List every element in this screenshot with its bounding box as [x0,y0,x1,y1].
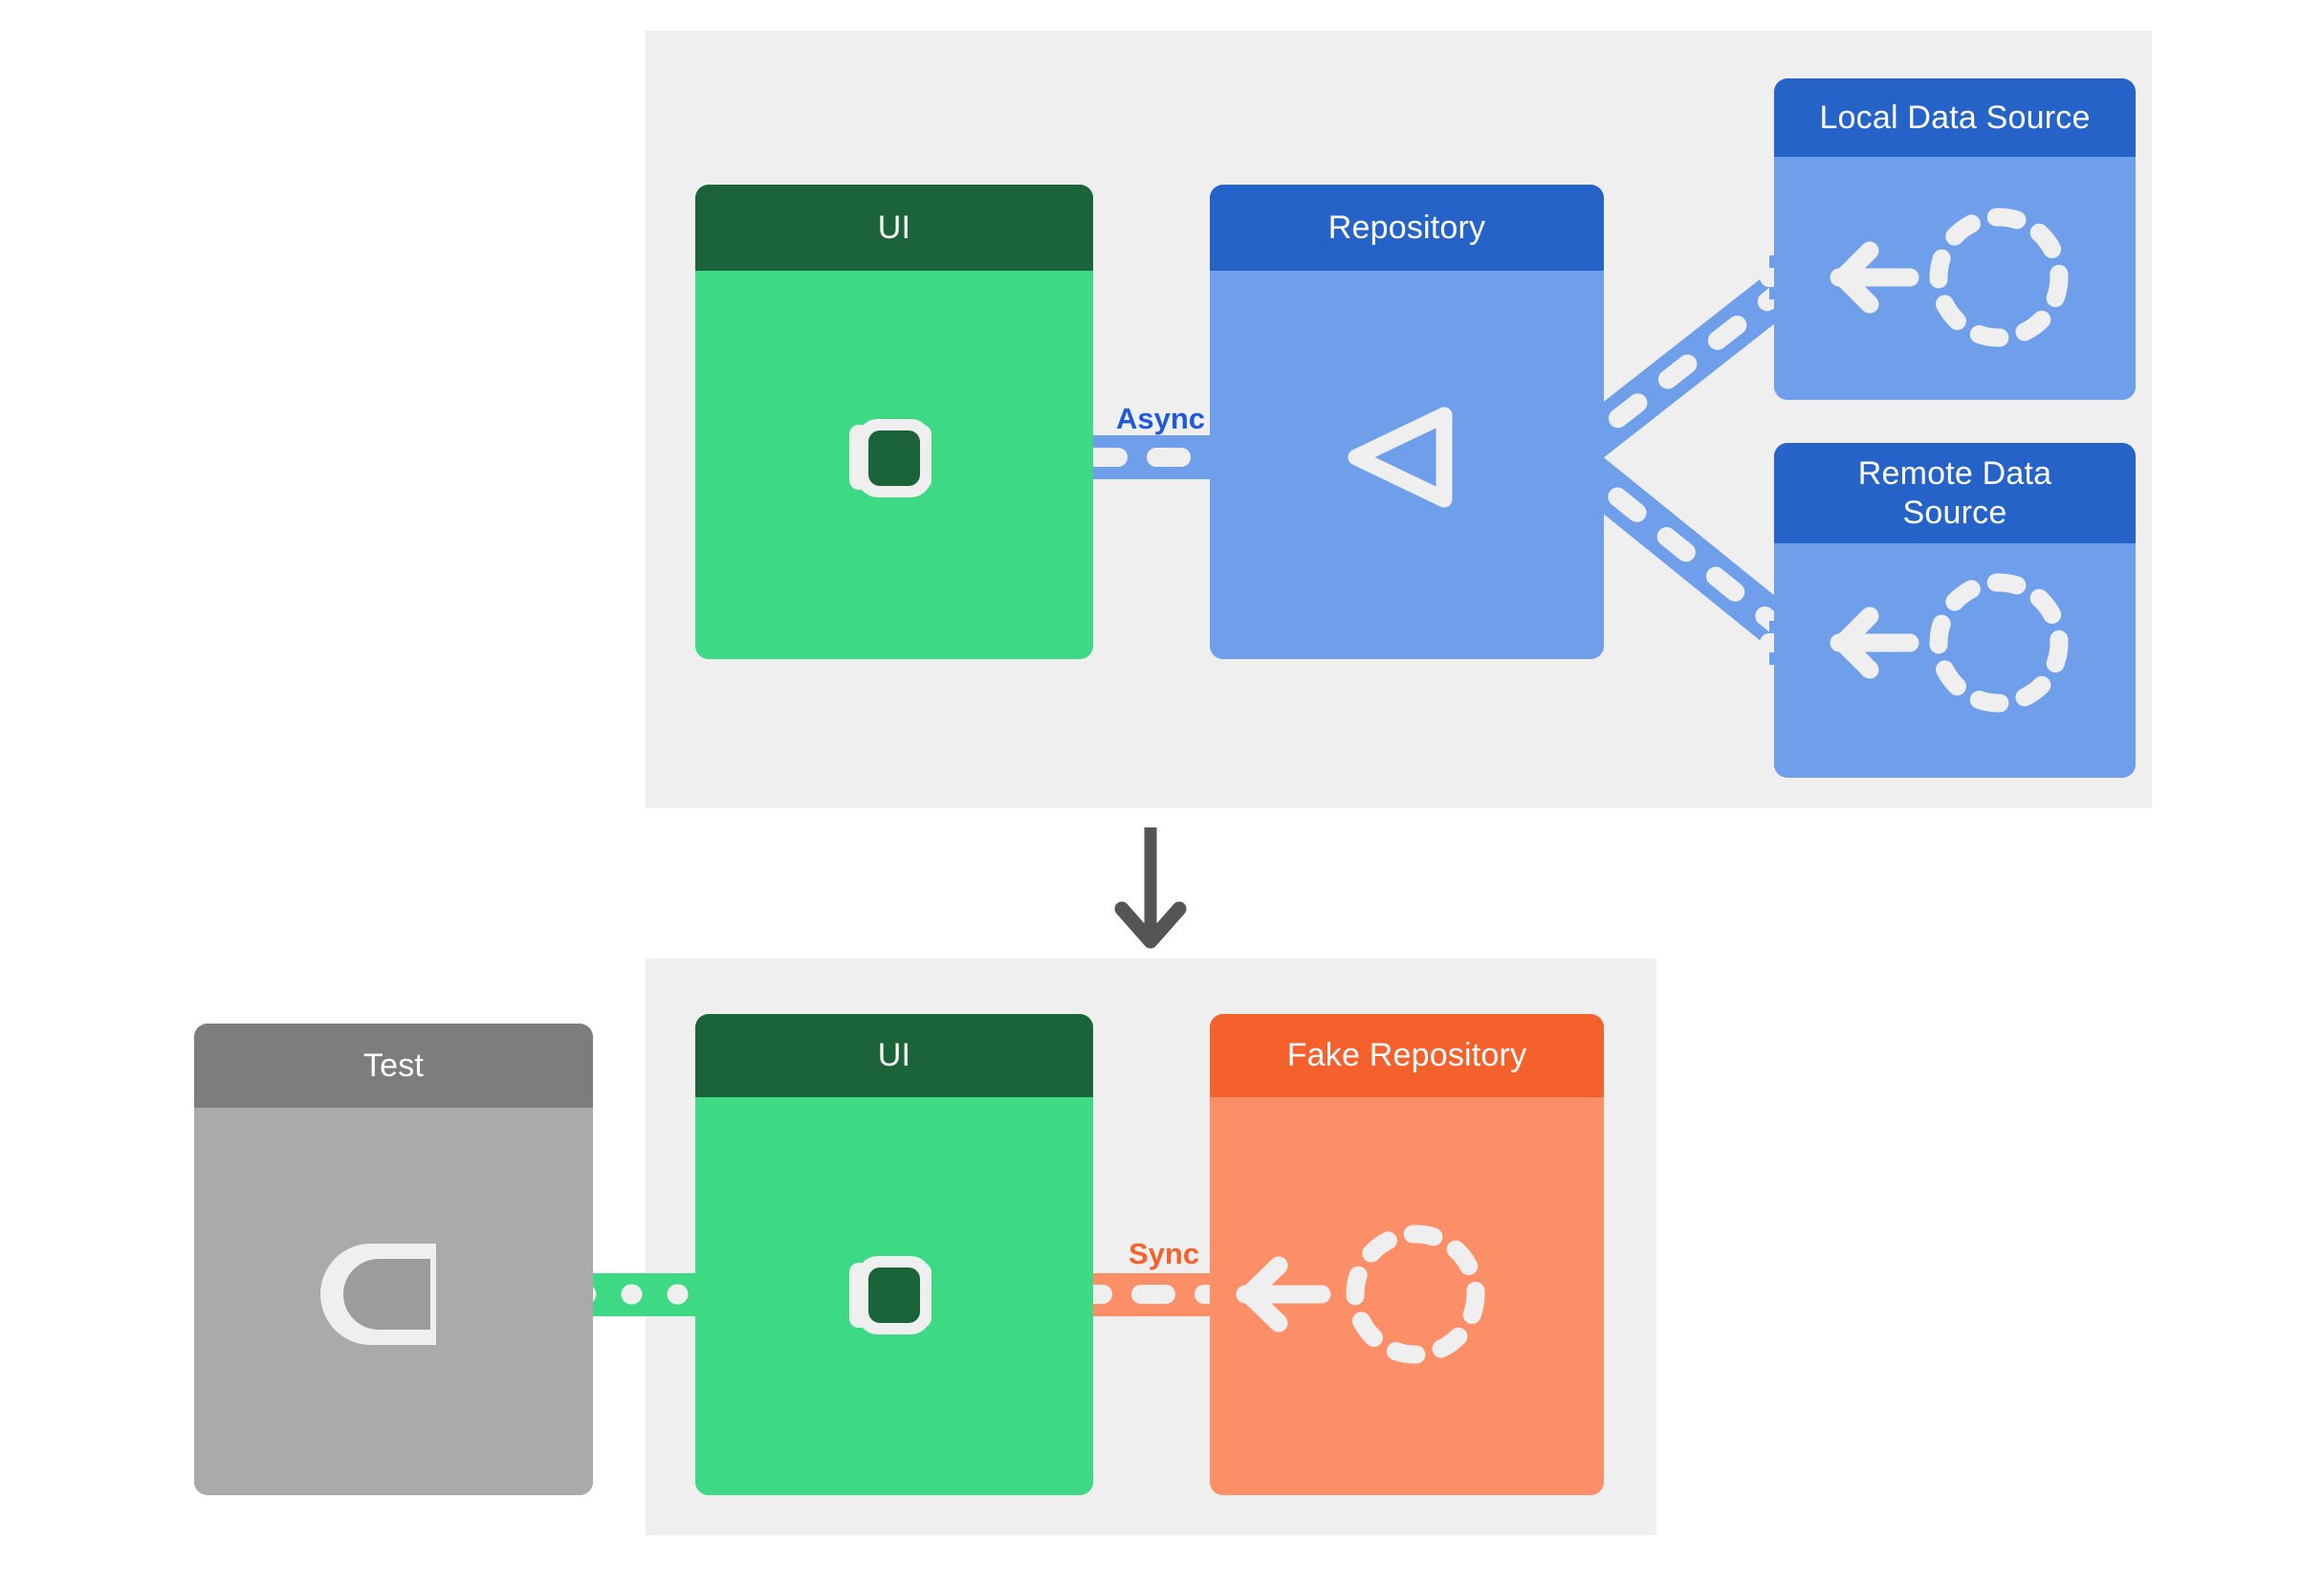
box-title-text: Fake Repository [1286,1037,1527,1074]
box-title-text: Remote Data Source [1857,455,2052,531]
box-repository[interactable]: Repository [1210,185,1604,659]
box-title-text: UI [877,1037,911,1074]
sync-label: Sync [1129,1237,1200,1270]
box-repository-title: Repository [1210,185,1604,271]
box-ui-production-title: UI [695,185,1093,271]
async-label: Async [1116,402,1206,435]
box-fake-repository-title: Fake Repository [1210,1014,1604,1097]
box-fake-repository[interactable]: Fake Repository [1210,1014,1604,1495]
box-title-text: UI [877,209,911,246]
box-remote-data-source-body [1774,543,2136,778]
box-ui-test-title: UI [695,1014,1093,1097]
box-remote-data-source-title: Remote Data Source [1774,443,2136,543]
box-title-text: Repository [1327,209,1486,246]
box-local-data-source-title: Local Data Source [1774,78,2136,157]
box-test-title: Test [194,1024,593,1108]
box-remote-data-source[interactable]: Remote Data Source [1774,443,2136,778]
box-title-text: Local Data Source [1819,99,2091,136]
box-repository-body [1210,271,1604,659]
box-title-text: Test [362,1047,425,1084]
